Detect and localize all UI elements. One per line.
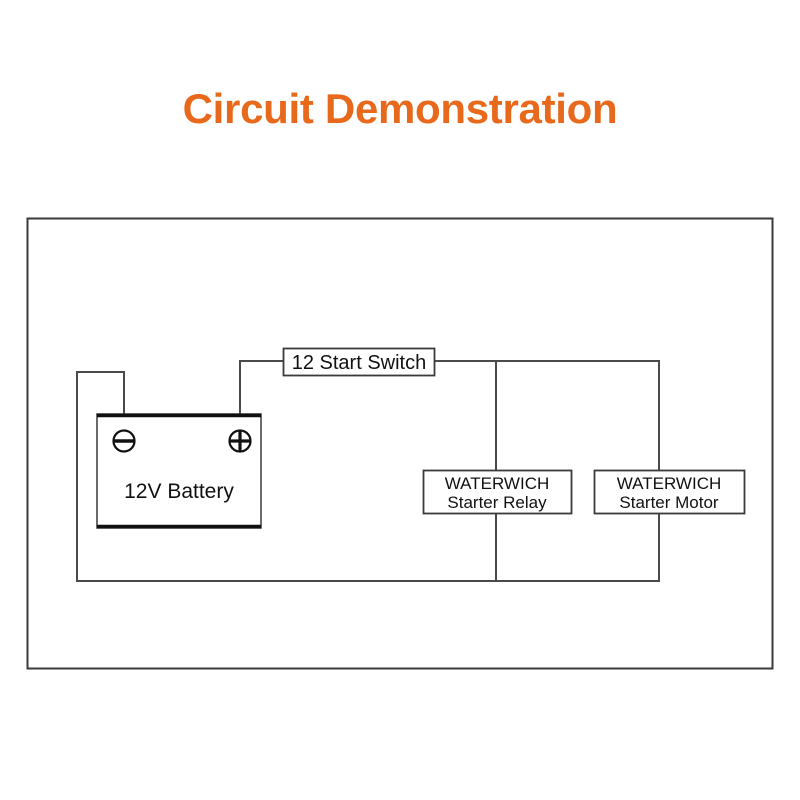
- starter-relay-brand: WATERWICH: [445, 474, 550, 493]
- starter-motor-component[interactable]: WATERWICH Starter Motor: [593, 469, 746, 515]
- start-switch-box: [282, 347, 436, 377]
- wire-battery-negative-to-ground-bus: [76, 371, 125, 582]
- starter-relay-component[interactable]: WATERWICH Starter Relay: [422, 469, 573, 515]
- page-title: Circuit Demonstration: [182, 85, 618, 132]
- starter-motor-box: [593, 469, 746, 515]
- starter-relay-name: Starter Relay: [447, 493, 547, 512]
- battery-label: 12V Battery: [124, 480, 234, 503]
- minus-terminal-icon: [112, 429, 136, 453]
- start-switch-label: 12 Start Switch: [292, 352, 427, 374]
- starter-relay-box: [422, 469, 573, 515]
- starter-motor-brand: WATERWICH: [617, 474, 722, 493]
- start-switch-component[interactable]: 12 Start Switch: [282, 347, 436, 377]
- battery-component[interactable]: 12V Battery: [96, 413, 262, 529]
- plus-terminal-icon: [228, 429, 252, 453]
- starter-motor-name: Starter Motor: [619, 493, 719, 512]
- diagram-frame: [26, 217, 774, 670]
- wire-battery-positive-to-switch: [239, 360, 284, 415]
